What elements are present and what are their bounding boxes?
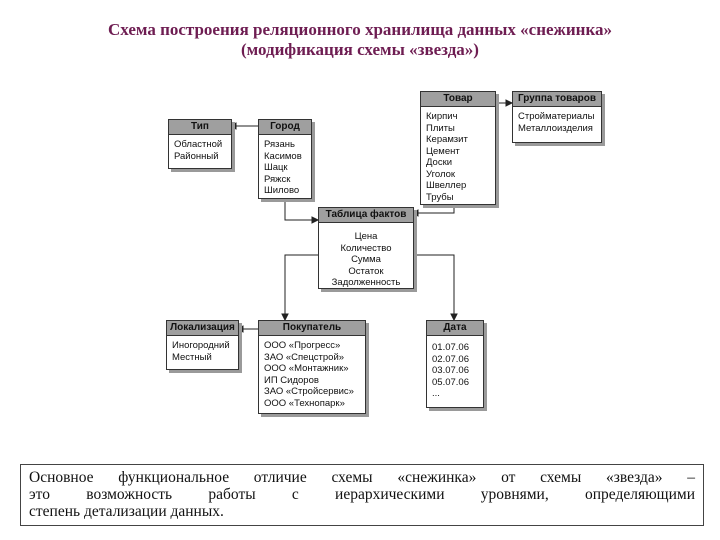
table-type: Тип Областной Районный (168, 119, 232, 169)
arrow-type (228, 122, 237, 130)
table-location-row: Иногородний (172, 340, 230, 351)
table-city-row: Шилово (264, 185, 300, 196)
arrow-group (505, 99, 514, 107)
table-product-row: Уголок (426, 168, 456, 180)
table-city-row: Шацк (264, 162, 288, 173)
table-buyer-row: ООО «Прогресс» (264, 340, 341, 351)
table-product-row: Доски (426, 157, 453, 168)
table-facts-header: Таблица фактов (319, 208, 413, 223)
table-type-header: Тип (169, 120, 231, 135)
table-type-row: Районный (174, 150, 219, 162)
link-facts-buyer (284, 254, 318, 320)
table-facts-row: Задолженность (331, 277, 401, 288)
note-line-1: Основное функциональное отличие схемы «с… (29, 469, 695, 486)
table-buyer-row: ИП Сидоров (264, 374, 319, 386)
table-product-row: Цемент (426, 145, 460, 157)
table-city-header: Город (259, 120, 311, 135)
relationship-lines (228, 99, 514, 333)
table-buyer-row: ЗАО «Стройсервис» (264, 386, 354, 397)
link-product-facts (412, 204, 455, 214)
table-product-row: Кирпич (426, 111, 458, 122)
table-buyer-header: Покупатель (259, 321, 365, 336)
table-buyer-row: ООО «Технопарк» (264, 397, 345, 409)
note-line-2: это возможность работы с иерархическими … (29, 486, 695, 503)
table-location-header: Локализация (167, 321, 238, 336)
table-facts-row: Количество (340, 242, 392, 254)
link-facts-date (412, 254, 455, 320)
table-facts: Таблица фактов Цена Количество Сумма Ост… (318, 207, 414, 289)
table-product-group: Группа товаров Стройматериалы Металлоизд… (512, 91, 602, 143)
table-location: Локализация Иногородний Местный (166, 320, 239, 370)
table-product-group-row: Металлоизделия (518, 122, 593, 134)
table-facts-row: Цена (354, 231, 378, 242)
table-product-row: Плиты (426, 122, 455, 134)
table-product-group-header: Группа товаров (513, 92, 601, 107)
table-product-row: Трубы (426, 191, 454, 203)
link-city-facts (284, 198, 318, 221)
table-date-row: 01.07.06 (432, 342, 469, 353)
note-box: Основное функциональное отличие схемы «с… (20, 464, 704, 526)
table-city-row: Ряжск (264, 173, 291, 185)
table-product-row: Керамзит (426, 134, 468, 145)
title-line-1: Схема построения реляционного хранилища … (107, 20, 613, 39)
table-product-group-row: Стройматериалы (518, 111, 595, 122)
table-city-row: Касимов (264, 150, 302, 162)
table-type-row: Областной (174, 139, 223, 150)
table-buyer-row: ООО «Монтажник» (264, 363, 349, 374)
table-facts-row: Остаток (348, 265, 384, 277)
table-date-row: ... (432, 388, 440, 399)
table-buyer-row: ЗАО «Спецстрой» (264, 351, 345, 363)
table-date-header: Дата (427, 321, 483, 336)
table-product: Товар Кирпич Плиты Керамзит Цемент Доски… (420, 91, 496, 205)
table-city: Город Рязань Касимов Шацк Ряжск Шилово (258, 119, 312, 199)
title-line-2: (модификация схемы «звезда») (241, 40, 479, 59)
table-facts-row: Сумма (351, 254, 381, 265)
table-city-row: Рязань (264, 139, 296, 150)
page-title: Схема построения реляционного хранилища … (30, 20, 690, 60)
table-date-row: 02.07.06 (432, 353, 469, 365)
table-date: Дата 01.07.06 02.07.06 03.07.06 05.07.06… (426, 320, 484, 408)
table-date-row: 03.07.06 (432, 365, 469, 376)
table-date-row: 05.07.06 (432, 376, 469, 388)
table-product-header: Товар (421, 92, 495, 107)
table-location-row: Местный (172, 351, 212, 363)
table-product-row: Швеллер (426, 180, 467, 191)
note-line-3: степень детализации данных. (29, 503, 224, 520)
table-buyer: Покупатель ООО «Прогресс» ЗАО «Спецстрой… (258, 320, 366, 414)
